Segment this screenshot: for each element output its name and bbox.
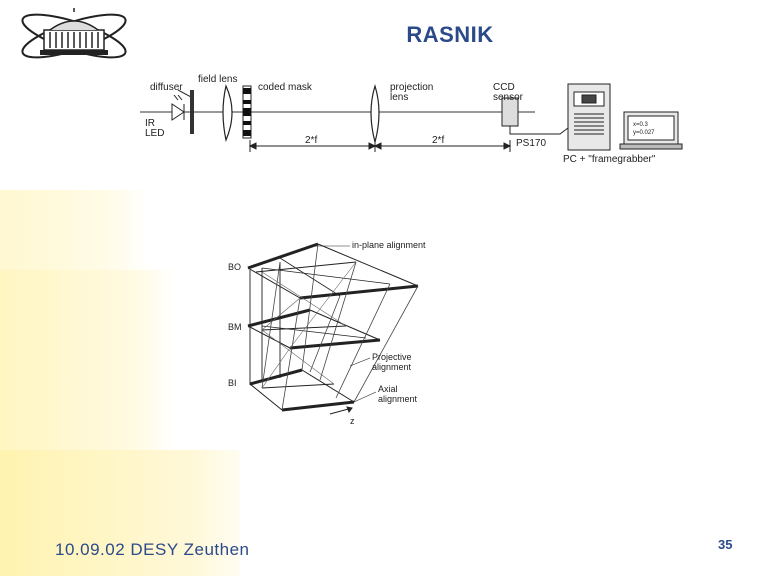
label-pc: PC + "framegrabber" bbox=[563, 154, 656, 165]
institute-logo bbox=[21, 8, 127, 59]
label-diffuser: diffuser bbox=[150, 82, 183, 93]
label-cable: PS170 bbox=[516, 138, 546, 149]
coded-mask-icon bbox=[242, 85, 252, 139]
label-bo: BO bbox=[228, 262, 241, 272]
pc-tower-icon bbox=[567, 83, 611, 151]
label-coded-mask: coded mask bbox=[258, 82, 313, 93]
field-lens-icon bbox=[222, 84, 233, 142]
diffuser-plate bbox=[190, 90, 194, 134]
label-z-axis: z bbox=[350, 416, 355, 426]
label-axial-2: alignment bbox=[378, 394, 418, 404]
z-axis-arrow bbox=[329, 406, 353, 415]
label-in-plane: in-plane alignment bbox=[352, 240, 426, 250]
monitor-icon bbox=[619, 111, 683, 150]
label-projection-1: projection bbox=[390, 82, 433, 93]
bm-chamber-plane bbox=[247, 308, 381, 350]
label-ccd-2: sensor bbox=[493, 92, 524, 103]
label-ir-2: LED bbox=[145, 128, 164, 139]
label-monitor-1: x=0.3 bbox=[633, 122, 649, 128]
cable-line bbox=[509, 126, 569, 135]
ir-led-icon bbox=[171, 94, 185, 121]
label-projective-2: alignment bbox=[372, 362, 412, 372]
distance-markers bbox=[248, 140, 512, 152]
label-ccd-1: CCD bbox=[493, 82, 515, 93]
footer-date: 10.09.02 DESY Zeuthen bbox=[55, 540, 250, 559]
label-ir-1: IR bbox=[145, 118, 155, 129]
page-number: 35 bbox=[718, 537, 733, 552]
bo-chamber-plane bbox=[247, 242, 419, 300]
label-distance-left: 2*f bbox=[305, 135, 317, 146]
bi-chamber-plane bbox=[249, 368, 355, 412]
slide-title: RASNIK bbox=[406, 22, 494, 47]
label-bm: BM bbox=[228, 322, 242, 332]
label-bi: BI bbox=[228, 378, 237, 388]
label-projection-2: lens bbox=[390, 92, 408, 103]
label-monitor-2: y=0.027 bbox=[633, 130, 655, 136]
label-projective-1: Projective bbox=[372, 352, 412, 362]
label-field-lens: field lens bbox=[198, 74, 237, 85]
label-axial-1: Axial bbox=[378, 384, 398, 394]
label-distance-right: 2*f bbox=[432, 135, 444, 146]
